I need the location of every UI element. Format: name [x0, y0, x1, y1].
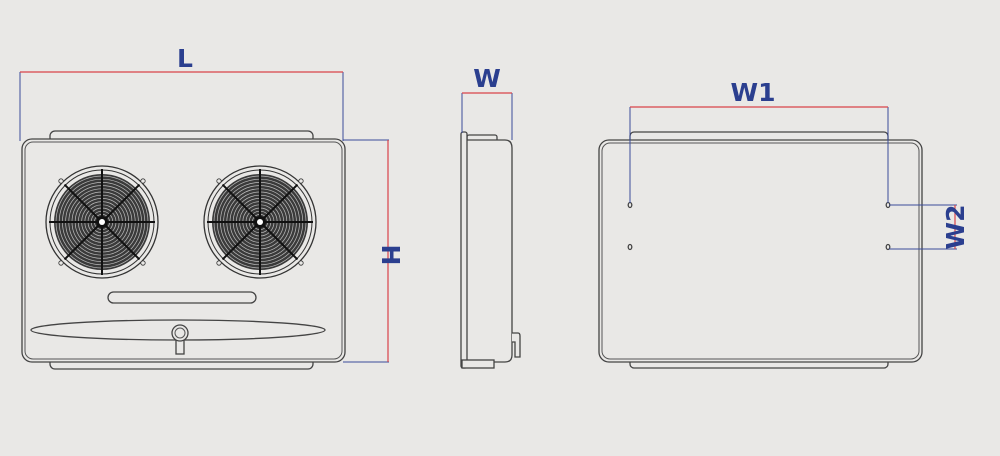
grille-spoke: [101, 183, 141, 223]
mount-hole: [885, 243, 891, 251]
fan-hub-center: [257, 219, 263, 225]
drain-knob-inner: [174, 327, 186, 339]
back-view: W1 W2: [598, 78, 970, 369]
grille-spoke: [101, 221, 141, 261]
side-bottom-lip: [461, 359, 495, 369]
grille-spoke: [63, 183, 103, 223]
fan-mount-screw: [140, 178, 146, 184]
w2-label: W2: [941, 205, 970, 250]
fan-mount-screw: [216, 260, 222, 266]
grille-spoke: [221, 221, 261, 261]
back-housing: [598, 139, 923, 363]
grille-spoke: [259, 221, 299, 261]
h-label: H: [376, 245, 405, 266]
fan-mount-screw: [298, 178, 304, 184]
side-drain-bracket: [512, 332, 521, 358]
fan-hub-center: [99, 219, 105, 225]
fan-mount-screw: [216, 178, 222, 184]
fan-mount-screw: [58, 260, 64, 266]
fan-mount-screw: [140, 260, 146, 266]
side-view: W: [460, 64, 521, 369]
air-slot: [107, 291, 257, 304]
side-housing: [461, 139, 513, 363]
drain-knob: [171, 324, 189, 342]
w-label: W: [473, 64, 501, 93]
mount-hole: [627, 243, 633, 251]
fan: [203, 165, 317, 279]
grille-spoke: [221, 183, 261, 223]
fan: [45, 165, 159, 279]
grille-spoke: [259, 183, 299, 223]
side-back-plate: [460, 131, 468, 369]
mount-hole: [627, 201, 633, 209]
fan-mount-screw: [298, 260, 304, 266]
fans: [45, 165, 317, 279]
front-housing-inner: [24, 141, 343, 360]
grille-spoke: [63, 221, 103, 261]
w1-label: W1: [731, 78, 776, 107]
fan-mount-screw: [58, 178, 64, 184]
front-view: L H: [19, 44, 405, 370]
l-label: L: [177, 44, 193, 73]
back-housing-inner: [601, 142, 920, 360]
